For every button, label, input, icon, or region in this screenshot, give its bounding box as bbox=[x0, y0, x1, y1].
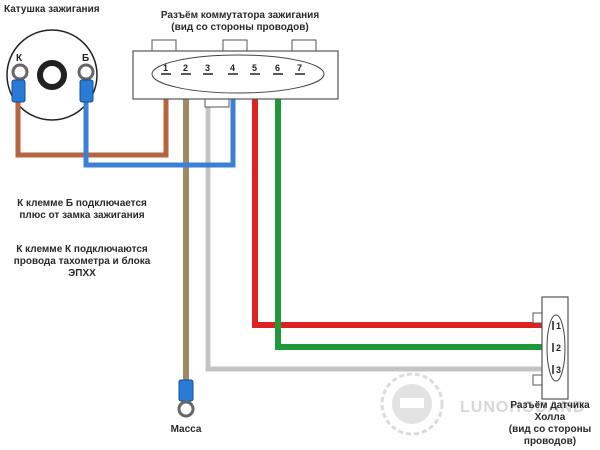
connector-pin-label: 4 bbox=[230, 63, 235, 73]
ground-terminal bbox=[177, 379, 195, 418]
note-terminal-k-line2: провода тахометра и блока bbox=[13, 256, 151, 267]
coil-terminal-k bbox=[11, 63, 29, 81]
connector-tab-right bbox=[291, 39, 317, 53]
wire-brown bbox=[15, 72, 169, 158]
ground-crimp bbox=[178, 379, 194, 402]
wire-blue bbox=[83, 72, 236, 168]
hall-connector: 1 2 3 bbox=[532, 296, 569, 400]
hall-outline bbox=[546, 314, 566, 382]
note-terminal-k-line1: К клемме К подключаются bbox=[16, 244, 148, 255]
coil-center-hole bbox=[37, 60, 67, 90]
watermark-text: LUNOHODAND bbox=[460, 399, 586, 416]
connector-pin-label: 1 bbox=[163, 63, 168, 73]
connector-pin-label: 2 bbox=[183, 63, 188, 73]
coil-terminal-k-label: К bbox=[16, 53, 23, 64]
wires bbox=[15, 72, 545, 382]
note-terminal-k-line3: ЭПХХ bbox=[68, 268, 96, 279]
hall-title-line1: Разъём датчика bbox=[510, 400, 590, 411]
wire-green bbox=[275, 72, 545, 350]
connector-tab-mid bbox=[222, 39, 248, 53]
connector-pin-label: 6 bbox=[275, 63, 280, 73]
connector-pin-label: 3 bbox=[205, 63, 210, 73]
watermark: LUNOHODAND bbox=[380, 372, 586, 436]
terminal-crimp-k bbox=[11, 79, 26, 103]
terminal-crimp-b bbox=[79, 79, 94, 103]
ground-label: Масса bbox=[170, 424, 202, 435]
hall-pin-label: 1 bbox=[556, 321, 561, 331]
note-terminal-b-line1: К клемме Б подключается bbox=[17, 198, 147, 209]
hall-pin-label: 2 bbox=[556, 343, 561, 353]
connector-pin-label: 5 bbox=[252, 63, 257, 73]
connector-subtitle: (вид со стороны проводов) bbox=[171, 22, 309, 33]
connector-outline bbox=[151, 54, 325, 94]
connector-pin-label: 7 bbox=[297, 63, 302, 73]
ignition-coil: К Б bbox=[6, 29, 98, 121]
ground-ring-icon bbox=[177, 400, 195, 418]
coil-terminal-b-label: Б bbox=[82, 53, 89, 64]
hall-title-line2: Холла bbox=[534, 412, 566, 423]
note-terminal-b-line2: плюс от замка зажигания bbox=[19, 210, 145, 221]
watermark-emblem-icon bbox=[380, 372, 444, 436]
coil-terminal-b bbox=[77, 63, 95, 81]
hall-title-line3: (вид со стороны bbox=[508, 424, 592, 435]
wire-red bbox=[252, 72, 545, 328]
hall-pin-label: 3 bbox=[556, 365, 561, 375]
hall-title-line4: проводов) bbox=[523, 436, 577, 447]
hall-body bbox=[541, 296, 569, 400]
wire-gray bbox=[205, 72, 545, 372]
connector-title: Разъём коммутатора зажигания bbox=[160, 10, 320, 21]
switch-connector: 1 2 3 4 5 6 7 bbox=[132, 39, 339, 108]
coil-title: Катушка зажигания bbox=[4, 4, 100, 15]
connector-tab-left bbox=[151, 39, 177, 53]
connector-body bbox=[132, 50, 339, 100]
